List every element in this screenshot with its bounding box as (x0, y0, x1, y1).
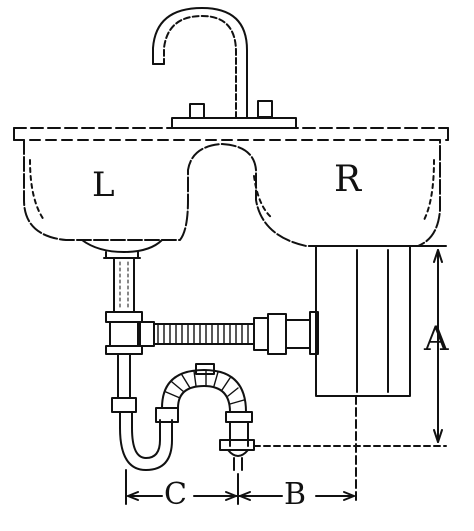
corrugated-arch (161, 363, 247, 413)
dimension-a (253, 245, 447, 447)
faucet-nut-left (189, 103, 205, 119)
double-basin (23, 139, 441, 247)
right-drain-body (315, 245, 411, 397)
p-trap (119, 407, 179, 471)
right-basin-label: R (334, 159, 362, 200)
dimension-a-label: A (424, 319, 449, 359)
sink-rim (13, 127, 449, 141)
left-tailpiece (113, 257, 135, 313)
left-drain-bowl (81, 239, 163, 259)
dimension-c-label: C (164, 477, 187, 512)
faucet-base-plate (171, 117, 297, 129)
left-basin-label: L (92, 165, 115, 205)
continuous-waste-pipe (153, 311, 319, 355)
dimension-bc (125, 395, 357, 505)
tee-fitting (105, 311, 155, 355)
left-lower-pipe (111, 353, 137, 429)
faucet (152, 7, 297, 129)
faucet-nut-right (257, 100, 273, 118)
dimension-b-label: B (284, 477, 307, 512)
right-outlet (219, 411, 255, 471)
